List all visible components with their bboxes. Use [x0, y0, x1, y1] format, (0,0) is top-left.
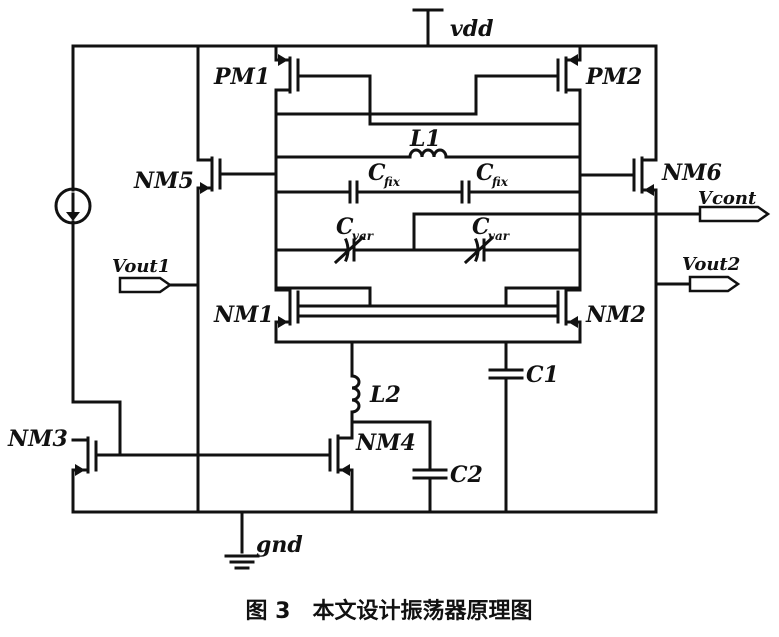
cfix-right-sub: fix: [491, 175, 509, 189]
cvar-label-right: C var: [472, 214, 511, 243]
l2-inductor: [350, 340, 361, 440]
gnd-rail: [71, 510, 658, 570]
pm1-label: PM1: [213, 64, 270, 90]
vdd-rail: [71, 8, 658, 48]
nm2-label: NM2: [585, 302, 646, 328]
cfix-capacitors: [274, 180, 582, 204]
c2-label: C2: [450, 462, 483, 488]
l1-inductor: [274, 148, 582, 159]
pm1-transistor: [274, 44, 582, 126]
c1-label: C1: [526, 362, 559, 388]
c1-capacitor: [488, 340, 524, 514]
nm5-label: NM5: [133, 168, 194, 194]
pm2-label: PM2: [585, 64, 642, 90]
cfix-left-main: C: [368, 160, 386, 186]
nm1-label: NM1: [213, 302, 274, 328]
current-source-icon: [54, 187, 92, 225]
nm2-transistor: [296, 286, 582, 344]
cfix-left-sub: fix: [383, 175, 401, 189]
vout2-pin: [654, 275, 741, 293]
cvar-right-main: C: [472, 214, 490, 240]
nm3-label: NM3: [7, 426, 68, 452]
nm1-transistor: [274, 286, 560, 344]
l2-label: L2: [369, 382, 401, 408]
nm3-transistor: [71, 436, 332, 476]
left-outer-wire: [71, 44, 122, 514]
cvar-left-main: C: [336, 214, 354, 240]
nm6-label: NM6: [661, 160, 722, 186]
nm4-label: NM4: [355, 430, 416, 456]
vcont-pin: [698, 205, 771, 223]
c2-capacitor: [412, 468, 448, 514]
l1-label: L1: [409, 126, 441, 152]
nm5-transistor: [196, 44, 278, 514]
vout2-label: Vout2: [682, 254, 740, 275]
cvar-label-left: C var: [336, 214, 375, 243]
nm4-transistor: [328, 420, 432, 514]
pm2-transistor: [274, 44, 582, 116]
vout1-pin: [118, 276, 200, 294]
cfix-right-main: C: [476, 160, 494, 186]
nm6-transistor: [578, 156, 658, 202]
cvar-right-sub: var: [488, 229, 511, 243]
cfix-label-right: C fix: [476, 160, 509, 189]
figure-caption: 图 3 本文设计振荡器原理图: [246, 598, 533, 624]
cfix-label-left: C fix: [368, 160, 401, 189]
cvar-varactors: [274, 212, 702, 265]
vout1-label: Vout1: [112, 256, 170, 277]
vdd-label: vdd: [450, 16, 494, 42]
cvar-left-sub: var: [352, 229, 375, 243]
gnd-label: gnd: [256, 532, 303, 558]
vcont-label: Vcont: [698, 188, 757, 209]
